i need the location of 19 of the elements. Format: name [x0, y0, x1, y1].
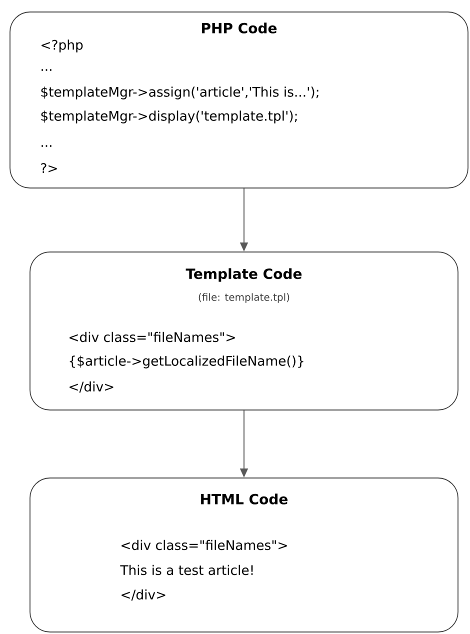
code-line: $templateMgr->assign('article','This is...'); — [41, 86, 318, 100]
code-box — [30, 252, 458, 410]
code-line: This is a test article! — [120, 564, 253, 576]
code-line: ... — [42, 145, 52, 147]
box-heading: Template Code — [186, 268, 302, 282]
code-line: ?> — [41, 163, 57, 173]
code-line: <div class="fileNames"> — [122, 540, 287, 550]
code-box — [30, 478, 458, 632]
code-line: {$article->getLocalizedFileName()} — [70, 356, 304, 368]
file-caption: (file: template.tpl) — [198, 293, 290, 303]
code-box — [10, 12, 468, 188]
code-line: ... — [42, 69, 52, 71]
code-line: $templateMgr->display('template.tpl'); — [41, 110, 297, 124]
box-heading: HTML Code — [201, 494, 288, 504]
code-line: </div> — [70, 381, 114, 393]
code-line: <?php — [42, 40, 83, 52]
code-line: <div class="fileNames"> — [70, 332, 235, 342]
code-line: </div> — [122, 589, 166, 601]
box-heading: PHP Code — [202, 22, 277, 34]
